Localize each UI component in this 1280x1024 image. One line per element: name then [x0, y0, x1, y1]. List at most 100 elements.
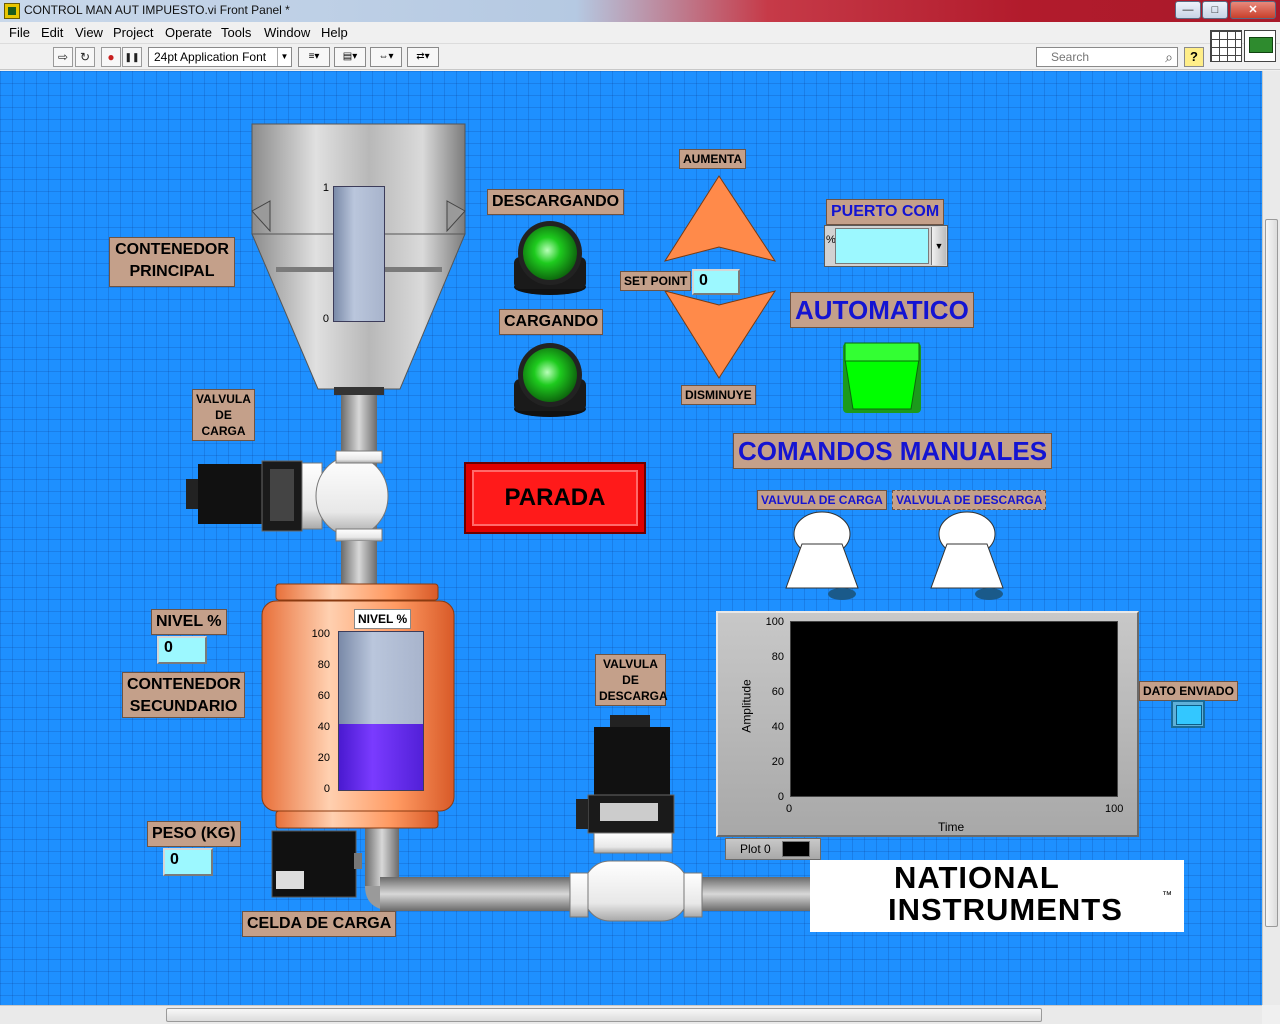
reorder-icon[interactable]: ⇄▾: [407, 47, 439, 67]
ni-logo-tm: ™: [1162, 890, 1172, 901]
secondary-tank-level-indicator[interactable]: [338, 631, 424, 791]
descargando-label: DESCARGANDO: [487, 189, 625, 215]
nivel-value[interactable]: 0: [157, 636, 207, 664]
y-axis-label: Amplitude: [739, 679, 754, 733]
search-icon[interactable]: ⌕: [1165, 49, 1173, 65]
automatico-label: AUTOMATICO: [790, 292, 974, 328]
front-panel: 1 0 CONTENEDOR PRINCIPAL DESCARGANDO CAR…: [0, 71, 1262, 1005]
distribute-objects-icon[interactable]: ▤▾: [334, 47, 366, 67]
peso-value[interactable]: 0: [163, 848, 213, 876]
context-help-button[interactable]: ?: [1184, 47, 1204, 67]
menu-view[interactable]: View: [75, 25, 103, 40]
plot-legend[interactable]: Plot 0: [725, 838, 821, 860]
toolbar: ⇨ ↻ ● ❚❚ 24pt Application Font ▼ ≡▾ ▤▾ ⇔…: [0, 44, 1280, 70]
plot-legend-label: Plot 0: [740, 842, 771, 856]
menu-file[interactable]: File: [9, 25, 30, 40]
search-box[interactable]: ⌕: [1036, 47, 1178, 67]
labview-app-icon[interactable]: [4, 3, 20, 19]
secondary-tank-tick: 60: [317, 690, 330, 702]
contenedor-secundario-label: CONTENEDOR SECUNDARIO: [122, 672, 245, 718]
waveform-chart[interactable]: 100 80 60 40 20 0 0 100 Time Amplitude: [716, 611, 1139, 837]
menu-operate[interactable]: Operate: [165, 25, 212, 40]
set-point-label: SET POINT: [620, 271, 692, 291]
valvula-descarga-switch[interactable]: [931, 512, 1003, 589]
disminuye-label: DISMINUYE: [681, 385, 756, 405]
x-tick: 100: [1105, 803, 1124, 815]
secondary-tank-tick: 100: [311, 628, 330, 640]
descargando-led[interactable]: [512, 216, 586, 294]
menu-tools[interactable]: Tools: [221, 25, 252, 40]
aumenta-label: AUMENTA: [679, 149, 747, 169]
search-input[interactable]: [1051, 50, 1151, 64]
secondary-tank-tick: 40: [317, 721, 330, 733]
automatico-switch[interactable]: [843, 343, 921, 413]
resize-objects-icon[interactable]: ⇔▾: [370, 47, 402, 67]
secondary-tank-tick: 20: [317, 752, 330, 764]
font-selector-value: 24pt Application Font: [154, 50, 267, 64]
y-tick: 80: [771, 651, 784, 663]
y-tick: 100: [765, 616, 784, 628]
puerto-com-prefix: %: [826, 234, 836, 246]
dato-enviado-led[interactable]: [1171, 700, 1205, 728]
main-tank-level-indicator[interactable]: [333, 186, 385, 322]
main-tank-max-tick: 1: [322, 182, 329, 194]
comandos-manuales-label: COMANDOS MANUALES: [733, 433, 1053, 469]
window-title: CONTROL MAN AUT IMPUESTO.vi Front Panel …: [24, 3, 290, 17]
pause-icon[interactable]: ❚❚: [122, 47, 142, 67]
ni-logo-text-1: NATIONAL: [894, 860, 1060, 895]
vertical-scroll-thumb[interactable]: [1265, 219, 1278, 927]
chart-plot-area[interactable]: [790, 621, 1118, 797]
minimize-button[interactable]: —: [1175, 1, 1201, 19]
menu-window[interactable]: Window: [264, 25, 311, 40]
puerto-com-dropdown[interactable]: % ▼: [824, 225, 948, 267]
menu-help[interactable]: Help: [321, 25, 348, 40]
valvula-de-descarga-label: VALVULA DE DESCARGA: [595, 654, 668, 706]
contenedor-principal-label: CONTENEDOR PRINCIPAL: [109, 237, 235, 287]
vi-icon[interactable]: [1244, 30, 1276, 62]
menu-project[interactable]: Project: [113, 25, 154, 40]
chevron-down-icon: ▼: [277, 48, 291, 66]
align-objects-icon[interactable]: ≡▾: [298, 47, 330, 67]
main-tank-min-tick: 0: [322, 313, 329, 325]
menu-edit[interactable]: Edit: [41, 25, 64, 40]
connector-pane-icon[interactable]: [1210, 30, 1242, 62]
valvula-de-carga-graphic: [186, 451, 390, 541]
peso-label: PESO (KG): [147, 821, 241, 847]
menu-bar: File Edit View Project Operate Tools Win…: [0, 22, 1280, 44]
run-continuously-icon[interactable]: ↻: [75, 47, 95, 67]
celda-de-carga-label: CELDA DE CARGA: [242, 911, 397, 937]
horizontal-scroll-thumb[interactable]: [166, 1008, 1042, 1022]
set-point-value[interactable]: 0: [692, 269, 740, 295]
title-bar: CONTROL MAN AUT IMPUESTO.vi Front Panel …: [0, 0, 1280, 22]
y-tick: 0: [777, 791, 784, 803]
aumenta-button[interactable]: [665, 176, 776, 262]
pipes-graphic: [186, 123, 1004, 922]
puerto-com-label: PUERTO COM: [826, 199, 945, 225]
y-tick: 20: [771, 756, 784, 768]
y-tick: 60: [771, 686, 784, 698]
horizontal-scrollbar[interactable]: [0, 1005, 1262, 1024]
secondary-tank-fill: [339, 723, 423, 790]
run-icon[interactable]: ⇨: [53, 47, 73, 67]
close-button[interactable]: ✕: [1230, 1, 1276, 19]
maximize-button[interactable]: □: [1202, 1, 1228, 19]
disminuye-button[interactable]: [665, 291, 776, 379]
dato-enviado-label: DATO ENVIADO: [1139, 681, 1238, 701]
cmd-valvula-carga-label: VALVULA DE CARGA: [757, 490, 887, 510]
x-axis-label: Time: [938, 820, 965, 834]
ni-logo-text-2: INSTRUMENTS: [888, 892, 1123, 927]
font-selector[interactable]: 24pt Application Font ▼: [148, 47, 292, 67]
x-tick: 0: [786, 803, 793, 815]
valvula-de-carga-label: VALVULA DE CARGA: [192, 389, 255, 441]
secondary-tank-label: NIVEL %: [354, 609, 412, 629]
abort-icon[interactable]: ●: [101, 47, 121, 67]
parada-button[interactable]: PARADA: [464, 462, 646, 534]
vertical-scrollbar[interactable]: [1262, 71, 1280, 1005]
cargando-led[interactable]: [512, 338, 586, 416]
ni-eagle-icon: [820, 866, 898, 926]
valvula-carga-switch[interactable]: [786, 512, 858, 589]
chevron-down-icon[interactable]: ▼: [931, 227, 946, 265]
puerto-com-field: [835, 228, 929, 264]
secondary-tank-tick: 0: [323, 783, 330, 795]
nivel-label: NIVEL %: [151, 609, 227, 635]
